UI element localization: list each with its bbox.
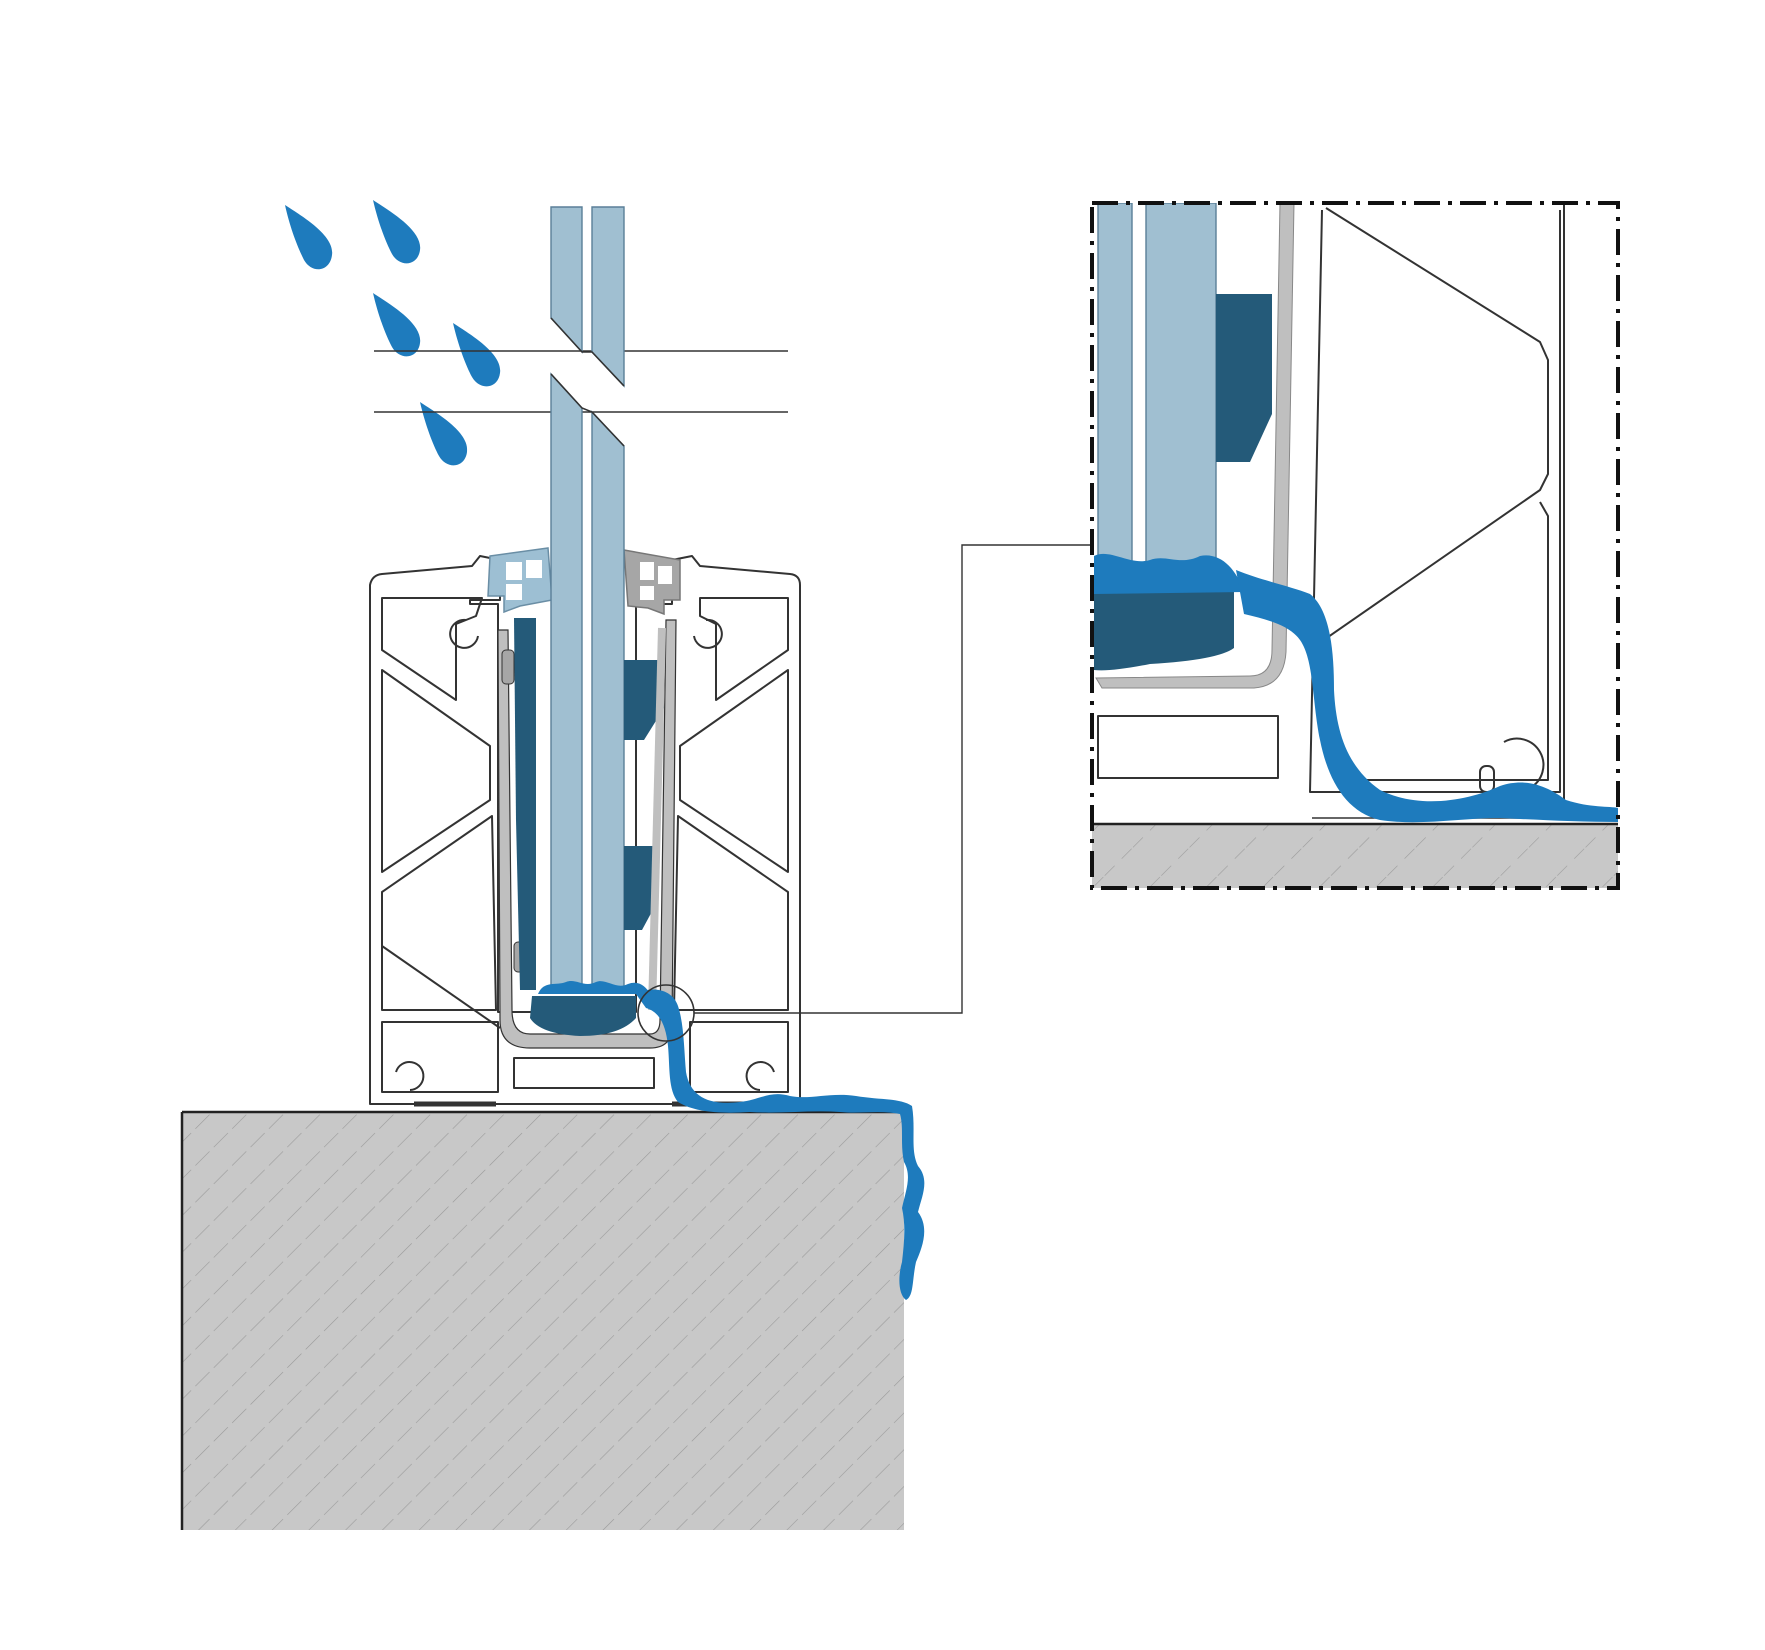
wedge-gasket-right-lower bbox=[624, 846, 656, 930]
rain-drop-icon bbox=[285, 205, 333, 270]
rain-drop-icon bbox=[453, 323, 501, 387]
laminated-glass bbox=[550, 206, 625, 989]
wedge-gasket-right-upper bbox=[624, 660, 664, 740]
break-lines bbox=[374, 350, 788, 413]
rain-drops bbox=[285, 200, 501, 466]
glass-pane-right bbox=[591, 206, 625, 989]
top-seals bbox=[487, 547, 681, 616]
rain-drop-icon bbox=[420, 402, 468, 466]
detail-view bbox=[1090, 201, 1620, 890]
setting-block bbox=[530, 996, 636, 1036]
break-symbol-icon bbox=[550, 317, 625, 447]
rain-drop-icon bbox=[373, 200, 421, 264]
water-flow-main bbox=[538, 981, 925, 1300]
detail-frame bbox=[1090, 201, 1620, 890]
leader-line bbox=[694, 544, 1092, 1014]
rain-drop-icon bbox=[373, 293, 421, 357]
concrete-slab bbox=[180, 1110, 904, 1530]
wedge-gasket-left bbox=[514, 618, 536, 990]
